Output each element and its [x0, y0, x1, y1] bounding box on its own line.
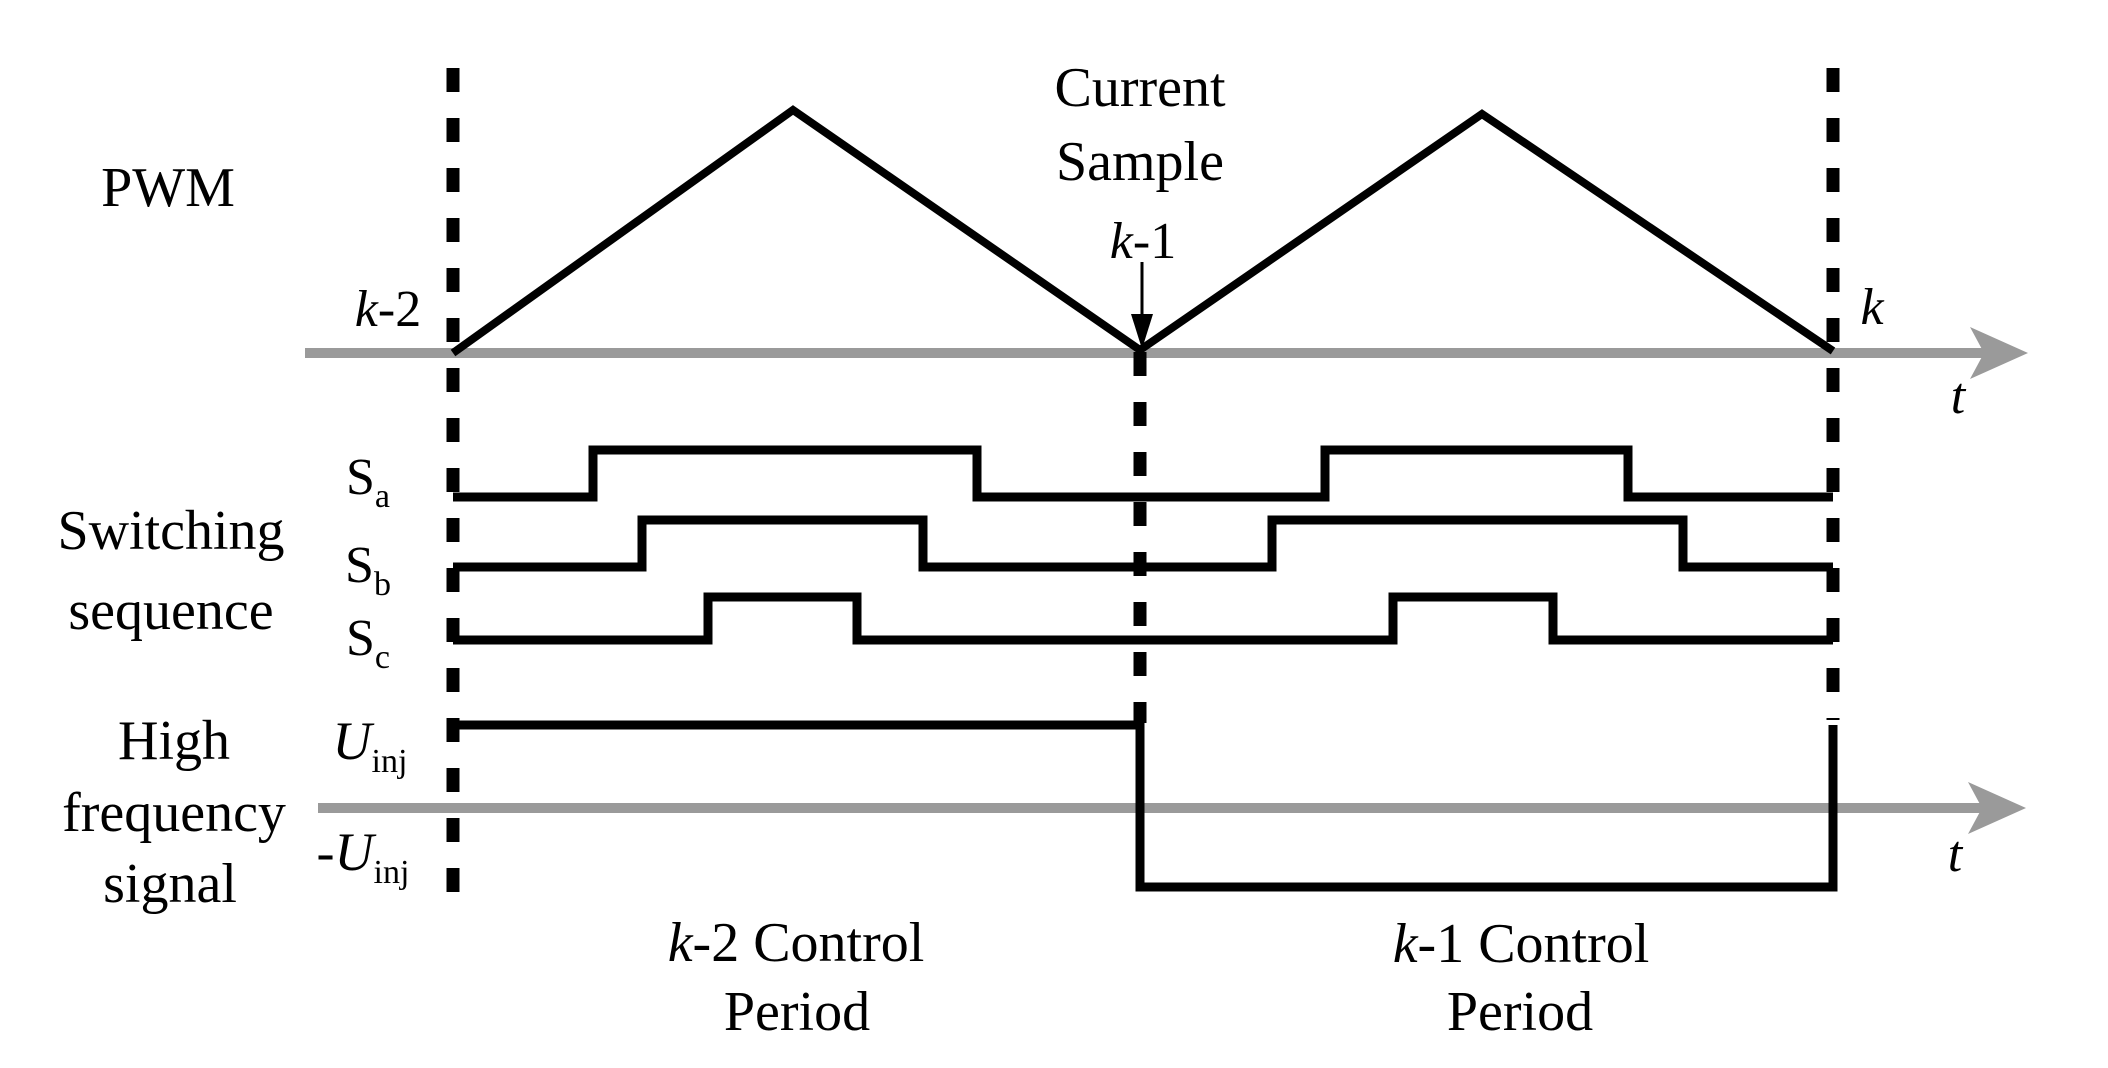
label-part: c — [375, 639, 390, 676]
tick-k-2: k-2 — [355, 281, 421, 338]
label-part: a — [375, 478, 390, 515]
label-part: k — [1860, 279, 1884, 336]
tick-k: k — [1860, 279, 1884, 336]
pwm-carrier-wave — [450, 105, 1836, 357]
label-part: k — [355, 281, 379, 338]
switching-wave-Sc — [453, 592, 1833, 645]
caption-k1-line1: k-1 Control — [1393, 913, 1650, 975]
waveforms-layer — [450, 105, 1838, 892]
hf-label-line3: signal — [103, 853, 237, 915]
label-part: t — [1948, 826, 1964, 883]
switching-label-line2: sequence — [68, 580, 273, 642]
label-part: b — [374, 566, 391, 603]
signal-sb-label: Sb — [345, 537, 391, 603]
signal-sa-label: Sa — [346, 449, 390, 515]
switching-label-line1: Switching — [57, 500, 284, 562]
annotations-layer — [1131, 262, 1153, 349]
label-part: S — [346, 449, 375, 506]
switching-wave-Sa — [453, 445, 1833, 502]
label-part: k — [1110, 213, 1134, 270]
u-inj-label: Uinj — [333, 711, 408, 780]
time-axis-bottom-label: t — [1948, 826, 1964, 883]
signal-sc-label: Sc — [346, 610, 390, 676]
label-part: -1 Control — [1418, 913, 1650, 975]
label-part: -2 Control — [693, 912, 925, 974]
tick-k-1: k-1 — [1110, 213, 1176, 270]
label-part: k — [668, 912, 694, 974]
caption-k2-line1: k-2 Control — [668, 912, 925, 974]
label-part: -1 — [1133, 213, 1176, 270]
label-part: U — [333, 711, 375, 771]
axes-layer — [305, 327, 2028, 834]
pwm-label: PWM — [101, 157, 235, 219]
caption-k2-line2: Period — [724, 981, 870, 1043]
hf-label-line1: High — [118, 710, 230, 772]
label-part: U — [335, 822, 377, 882]
current-sample-line2: Sample — [1056, 131, 1224, 193]
neg-u-inj-label: -Uinj — [317, 822, 410, 891]
current-sample-line1: Current — [1054, 57, 1226, 119]
hf-label-line2: frequency — [62, 782, 286, 844]
dashed-lines-layer — [446, 68, 1840, 905]
switching-wave-Sb — [453, 515, 1833, 572]
label-part: k — [1393, 913, 1419, 975]
label-part: inj — [374, 854, 410, 891]
label-part: S — [346, 610, 375, 667]
time-axis-top-arrowhead — [1970, 327, 2028, 379]
label-part: -2 — [378, 281, 421, 338]
sample-arrow-head — [1131, 314, 1153, 349]
label-part: - — [317, 822, 335, 882]
label-part: S — [345, 537, 374, 594]
hf-injection-wave — [453, 720, 1838, 892]
label-part: t — [1951, 368, 1967, 425]
label-part: inj — [372, 743, 408, 780]
time-axis-top-label: t — [1951, 368, 1967, 425]
caption-k1-line2: Period — [1447, 981, 1593, 1043]
time-axis-bottom-arrowhead — [1968, 782, 2026, 834]
